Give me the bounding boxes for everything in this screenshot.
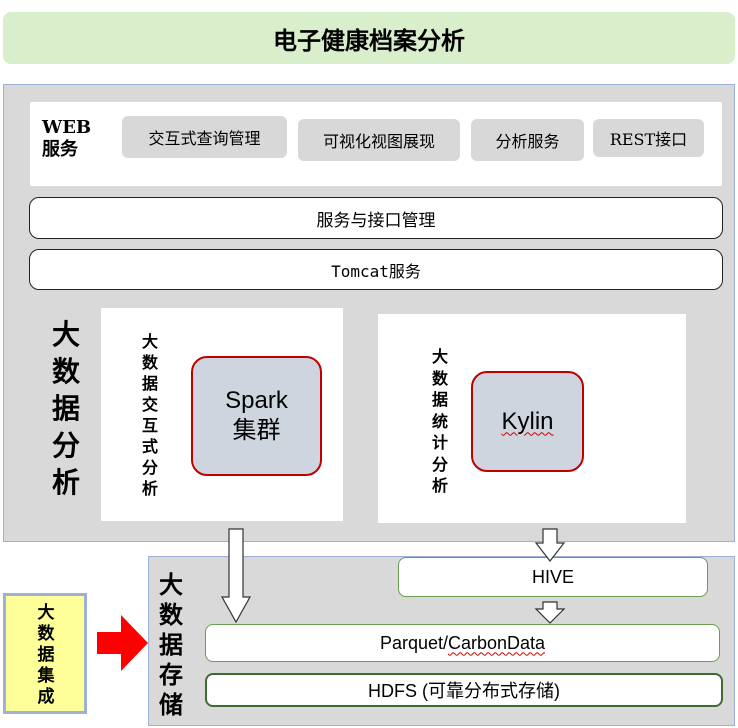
analysis-char: 大 xyxy=(51,318,80,351)
web-services-label: WEB 服务 xyxy=(42,117,102,161)
interactive-char: 互 xyxy=(141,416,158,435)
statistical-analysis-label: 大 数 据 统 计 分 析 xyxy=(426,346,454,497)
chip-rest-interface: REST接口 xyxy=(593,119,704,157)
stats-char: 据 xyxy=(431,390,448,409)
spark-cluster-node: Spark 集群 xyxy=(191,356,322,476)
chip-analysis-service: 分析服务 xyxy=(471,119,584,161)
analysis-char: 据 xyxy=(51,392,80,425)
interactive-char: 据 xyxy=(141,374,158,393)
analysis-char: 数 xyxy=(51,355,80,388)
integration-char: 成 xyxy=(37,687,55,707)
kylin-node: Kylin xyxy=(471,371,584,472)
carbondata-label: CarbonData xyxy=(447,632,546,653)
chip-visualization: 可视化视图展现 xyxy=(298,119,460,161)
integration-char: 据 xyxy=(37,645,55,665)
web-label-line2: 服务 xyxy=(42,139,78,160)
diagram-title: 电子健康档案分析 xyxy=(3,12,735,64)
interactive-char: 大 xyxy=(141,332,158,351)
web-label-line1: WEB xyxy=(42,117,92,138)
parquet-carbondata-node: Parquet/CarbonData xyxy=(205,624,720,662)
hdfs-node: HDFS (可靠分布式存储) xyxy=(205,673,723,707)
service-interface-bar: 服务与接口管理 xyxy=(29,197,723,239)
hive-node: HIVE xyxy=(398,557,708,597)
big-data-analysis-label: 大 数 据 分 析 xyxy=(42,316,90,501)
storage-char: 数 xyxy=(159,601,183,629)
stats-char: 分 xyxy=(431,454,448,474)
big-data-storage-label: 大 数 据 存 储 xyxy=(155,570,187,720)
storage-char: 据 xyxy=(159,631,183,659)
red-right-arrow-icon xyxy=(97,615,148,671)
storage-char: 存 xyxy=(159,661,183,689)
big-data-integration-box xyxy=(3,593,87,714)
integration-char: 数 xyxy=(37,624,55,644)
interactive-char: 析 xyxy=(141,479,158,498)
interactive-char: 数 xyxy=(141,353,158,372)
stats-char: 数 xyxy=(431,368,448,388)
spark-label: Spark xyxy=(225,387,288,414)
stats-char: 统 xyxy=(431,411,448,431)
parquet-label: Parquet/ xyxy=(379,632,448,653)
analysis-char: 分 xyxy=(51,429,80,462)
tomcat-bar: Tomcat服务 xyxy=(29,249,723,290)
integration-char: 集 xyxy=(37,666,55,686)
interactive-analysis-label: 大 数 据 交 互 式 分 析 xyxy=(136,331,164,499)
chip-interactive-query: 交互式查询管理 xyxy=(122,116,287,158)
integration-char: 大 xyxy=(37,603,55,623)
storage-char: 大 xyxy=(159,571,183,599)
stats-char: 析 xyxy=(431,476,448,495)
storage-char: 储 xyxy=(159,691,183,719)
stats-char: 大 xyxy=(431,347,448,366)
stats-char: 计 xyxy=(431,433,448,452)
interactive-char: 分 xyxy=(141,458,158,477)
analysis-char: 析 xyxy=(51,466,80,499)
kylin-label: Kylin xyxy=(501,407,554,435)
big-data-integration-label: 大 数 据 集 成 xyxy=(30,603,62,708)
interactive-char: 式 xyxy=(141,437,158,456)
interactive-char: 交 xyxy=(141,395,158,414)
spark-cluster-label: 集群 xyxy=(232,417,281,444)
